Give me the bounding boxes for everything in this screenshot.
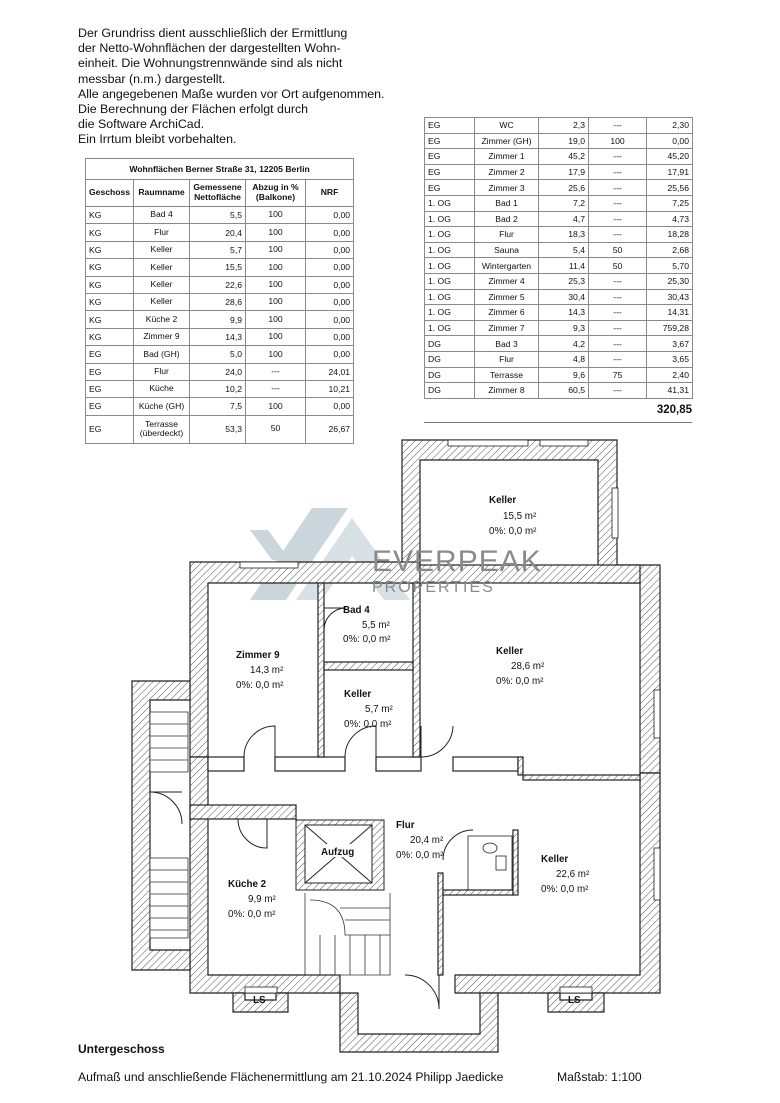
intro-line: messbar (n.m.) dargestellt. <box>78 71 226 86</box>
svg-text:Aufzug: Aufzug <box>321 847 354 858</box>
svg-text:0%: 0,0 m²: 0%: 0,0 m² <box>236 680 284 691</box>
table-header-cell: NRF <box>304 179 355 207</box>
table-header-cell: Abzug in % (Balkone) <box>245 179 306 207</box>
intro-line: Alle angegebenen Maße wurden vor Ort auf… <box>78 86 385 101</box>
windows <box>239 439 661 994</box>
svg-text:0%: 0,0 m²: 0%: 0,0 m² <box>344 719 392 730</box>
intro-line: Der Grundriss dient ausschließlich der E… <box>78 26 348 40</box>
svg-text:0%: 0,0 m²: 0%: 0,0 m² <box>343 634 391 645</box>
svg-text:Keller: Keller <box>489 495 516 506</box>
room-label-keller-15: Keller 15,5 m² 0%: 0,0 m² <box>489 495 537 537</box>
ls-label-left: LS <box>253 995 266 1006</box>
svg-text:0%: 0,0 m²: 0%: 0,0 m² <box>396 850 444 861</box>
room-label-flur: Flur 20,4 m² 0%: 0,0 m² <box>396 820 444 861</box>
svg-text:Bad 4: Bad 4 <box>343 605 370 616</box>
table-cell: 0,00 <box>304 292 355 312</box>
table-cell: Küche (GH) <box>133 397 190 416</box>
room-label-keller-22: Keller 22,6 m² 0%: 0,0 m² <box>541 854 590 895</box>
svg-text:15,5 m²: 15,5 m² <box>503 511 537 522</box>
svg-text:14,3 m²: 14,3 m² <box>250 665 284 676</box>
table-cell: --- <box>588 382 647 399</box>
wc-fixtures <box>467 835 513 891</box>
svg-text:Keller: Keller <box>496 646 523 657</box>
table-cell: 26,67 <box>304 414 355 444</box>
svg-text:Keller: Keller <box>344 689 371 700</box>
table-cell: 53,3 <box>189 414 246 444</box>
outside-stairs <box>149 711 189 939</box>
svg-text:0%: 0,0 m²: 0%: 0,0 m² <box>496 676 544 687</box>
outer-walls <box>131 439 661 1053</box>
room-label-keller-5: Keller 5,7 m² 0%: 0,0 m² <box>344 689 394 730</box>
scale-note: Maßstab: 1:100 <box>557 1070 642 1084</box>
table-cell: 0,00 <box>304 397 355 416</box>
svg-text:0%: 0,0 m²: 0%: 0,0 m² <box>228 909 276 920</box>
svg-text:Flur: Flur <box>396 820 415 831</box>
room-label-kueche-2: Küche 2 9,9 m² 0%: 0,0 m² <box>228 879 277 920</box>
watermark-text-properties: PROPERTIES <box>372 579 495 596</box>
svg-text:22,6 m²: 22,6 m² <box>556 869 590 880</box>
staircase <box>304 893 391 976</box>
watermark-text-everpeak: EVERPEAK <box>372 545 542 578</box>
doors <box>149 607 474 1010</box>
svg-text:9,9 m²: 9,9 m² <box>248 894 277 905</box>
intro-line: der Netto-Wohnflächen der dargestellten … <box>78 41 341 56</box>
intro-line: Ein Irrtum bleibt vorbehalten. <box>78 132 237 147</box>
area-table-left: Wohnflächen Berner Straße 31, 12205 Berl… <box>84 158 355 444</box>
table-header-cell: Gemessene Nettofläche <box>189 179 246 207</box>
table-cell: 0,00 <box>646 132 693 150</box>
table-cell: 60,5 <box>538 382 589 399</box>
svg-text:Keller: Keller <box>541 854 568 865</box>
intro-text: Der Grundriss dient ausschließlich der E… <box>78 26 418 148</box>
table-cell: 50 <box>245 414 306 444</box>
svg-text:28,6 m²: 28,6 m² <box>511 661 545 672</box>
survey-note: Aufmaß und anschließende Flächenermittlu… <box>78 1070 504 1084</box>
ls-label-right: LS <box>568 995 581 1006</box>
table-cell: 41,31 <box>646 382 693 399</box>
svg-text:20,4 m²: 20,4 m² <box>410 835 444 846</box>
svg-text:0%: 0,0 m²: 0%: 0,0 m² <box>489 526 537 537</box>
intro-line: Die Berechnung der Flächen erfolgt durch <box>78 102 309 117</box>
svg-text:Küche 2: Küche 2 <box>228 879 267 890</box>
intro-line: die Software ArchiCad. <box>78 117 205 132</box>
room-label-aufzug: Aufzug <box>318 844 358 858</box>
inner-walls <box>189 564 641 976</box>
intro-line: einheit. Die Wohnungstrennwände sind als… <box>78 56 343 71</box>
svg-text:5,5 m²: 5,5 m² <box>362 620 391 631</box>
total-divider <box>424 422 692 423</box>
room-label-keller-28: Keller 28,6 m² 0%: 0,0 m² <box>496 646 545 687</box>
total-area: 320,85 <box>656 404 692 416</box>
table-cell: EG <box>85 414 134 444</box>
room-label-zimmer-9: Zimmer 9 14,3 m² 0%: 0,0 m² <box>236 650 284 691</box>
floor-title: Untergeschoss <box>78 1042 165 1056</box>
svg-text:5,7 m²: 5,7 m² <box>365 704 394 715</box>
svg-text:Zimmer 9: Zimmer 9 <box>236 650 280 661</box>
room-label-bad-4: Bad 4 5,5 m² 0%: 0,0 m² <box>343 605 391 645</box>
svg-text:0%: 0,0 m²: 0%: 0,0 m² <box>541 884 589 895</box>
